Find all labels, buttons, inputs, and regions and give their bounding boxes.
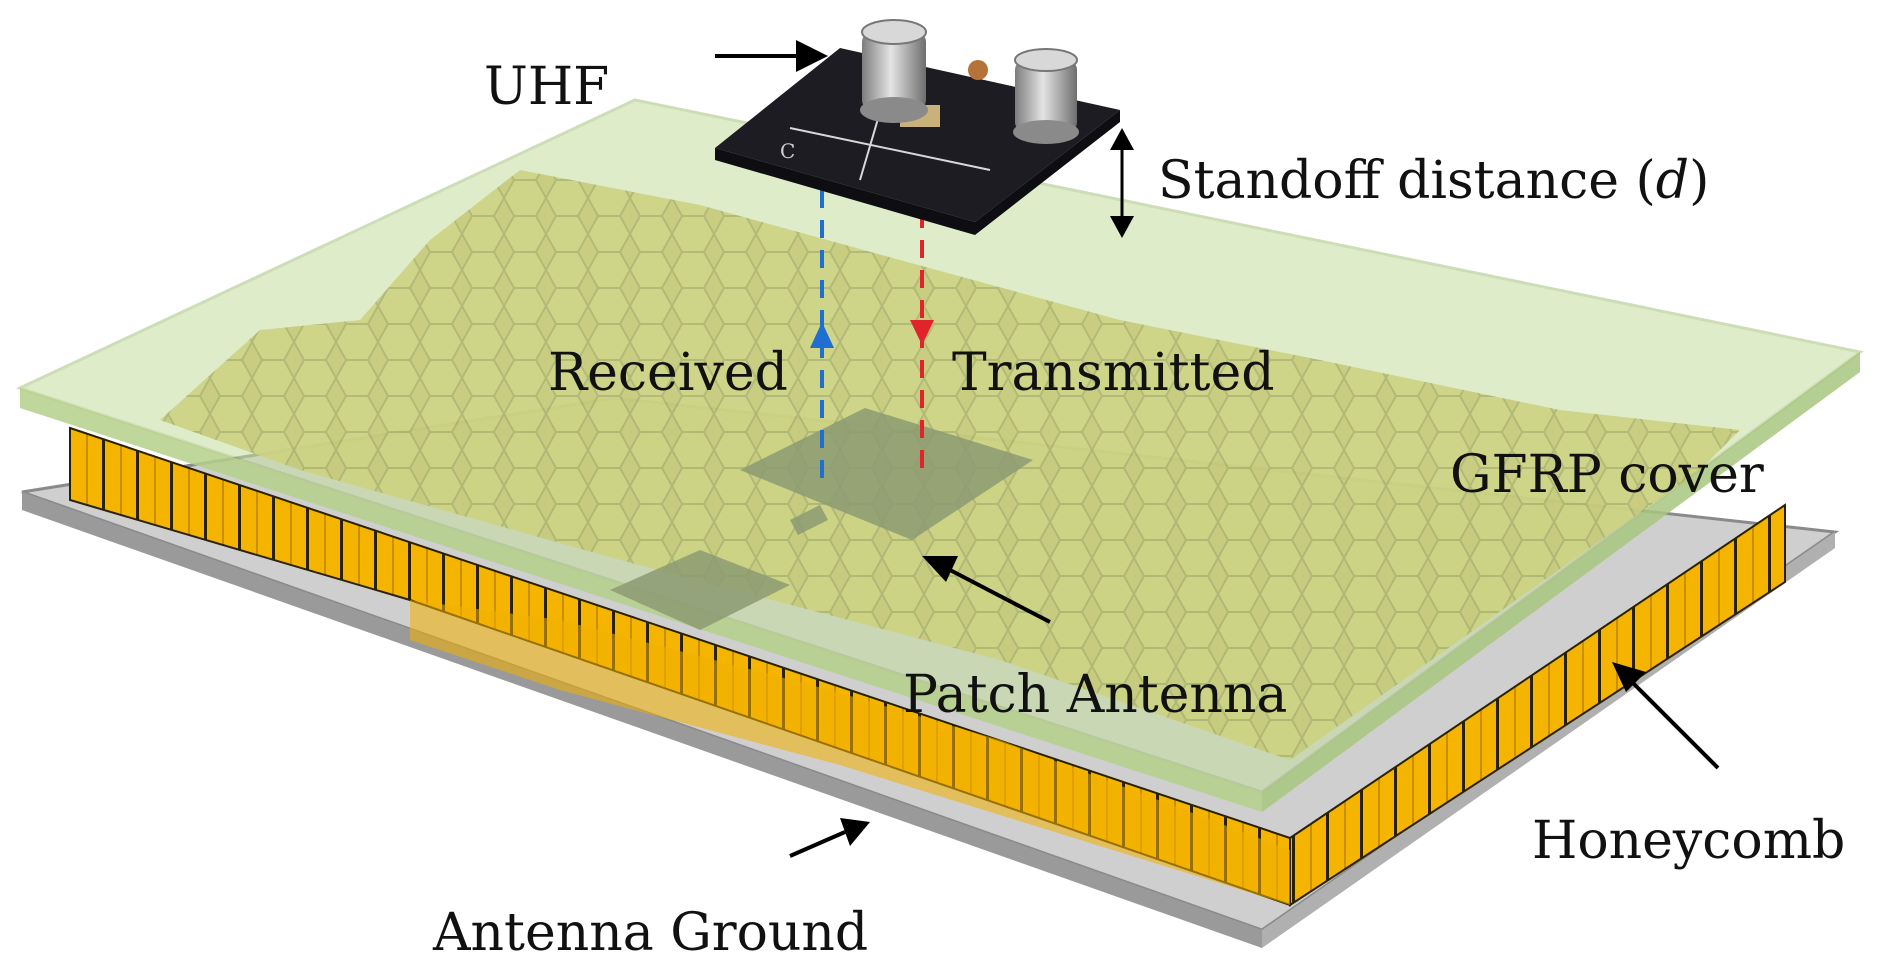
transmitted-label: Transmitted (952, 343, 1275, 403)
honeycomb-label: Honeycomb (1532, 811, 1845, 871)
transmitted-signal-path (910, 210, 934, 480)
patch-antenna-label: Patch Antenna (903, 665, 1287, 725)
left-coax-connector (860, 19, 928, 123)
board-marking: C (780, 139, 795, 163)
antenna-ground-label: Antenna Ground (432, 903, 868, 963)
uhf-pointer-arrow (715, 40, 828, 72)
right-coax-connector (1013, 48, 1079, 144)
antenna-ground-pointer-arrow (789, 818, 870, 858)
patch-antenna (610, 408, 1033, 630)
honeycomb-core (69, 426, 1786, 907)
standoff-distance-arrow (1110, 128, 1134, 238)
standoff-distance-label: Standoff distance (d) (1158, 151, 1709, 211)
uhf-sensor-board: C (715, 19, 1120, 235)
patch-antenna-pointer-arrow (922, 556, 1051, 624)
standoff-variable: d (1656, 151, 1689, 211)
standoff-text: Standoff distance ( (1158, 151, 1656, 211)
standoff-close: ) (1689, 151, 1709, 211)
honeycomb-pointer-arrow (1612, 662, 1720, 770)
gfrp-cover-label: GFRP cover (1450, 445, 1764, 505)
received-label: Received (548, 343, 788, 403)
received-signal-path (810, 190, 834, 490)
uhf-label: UHF (484, 57, 609, 117)
